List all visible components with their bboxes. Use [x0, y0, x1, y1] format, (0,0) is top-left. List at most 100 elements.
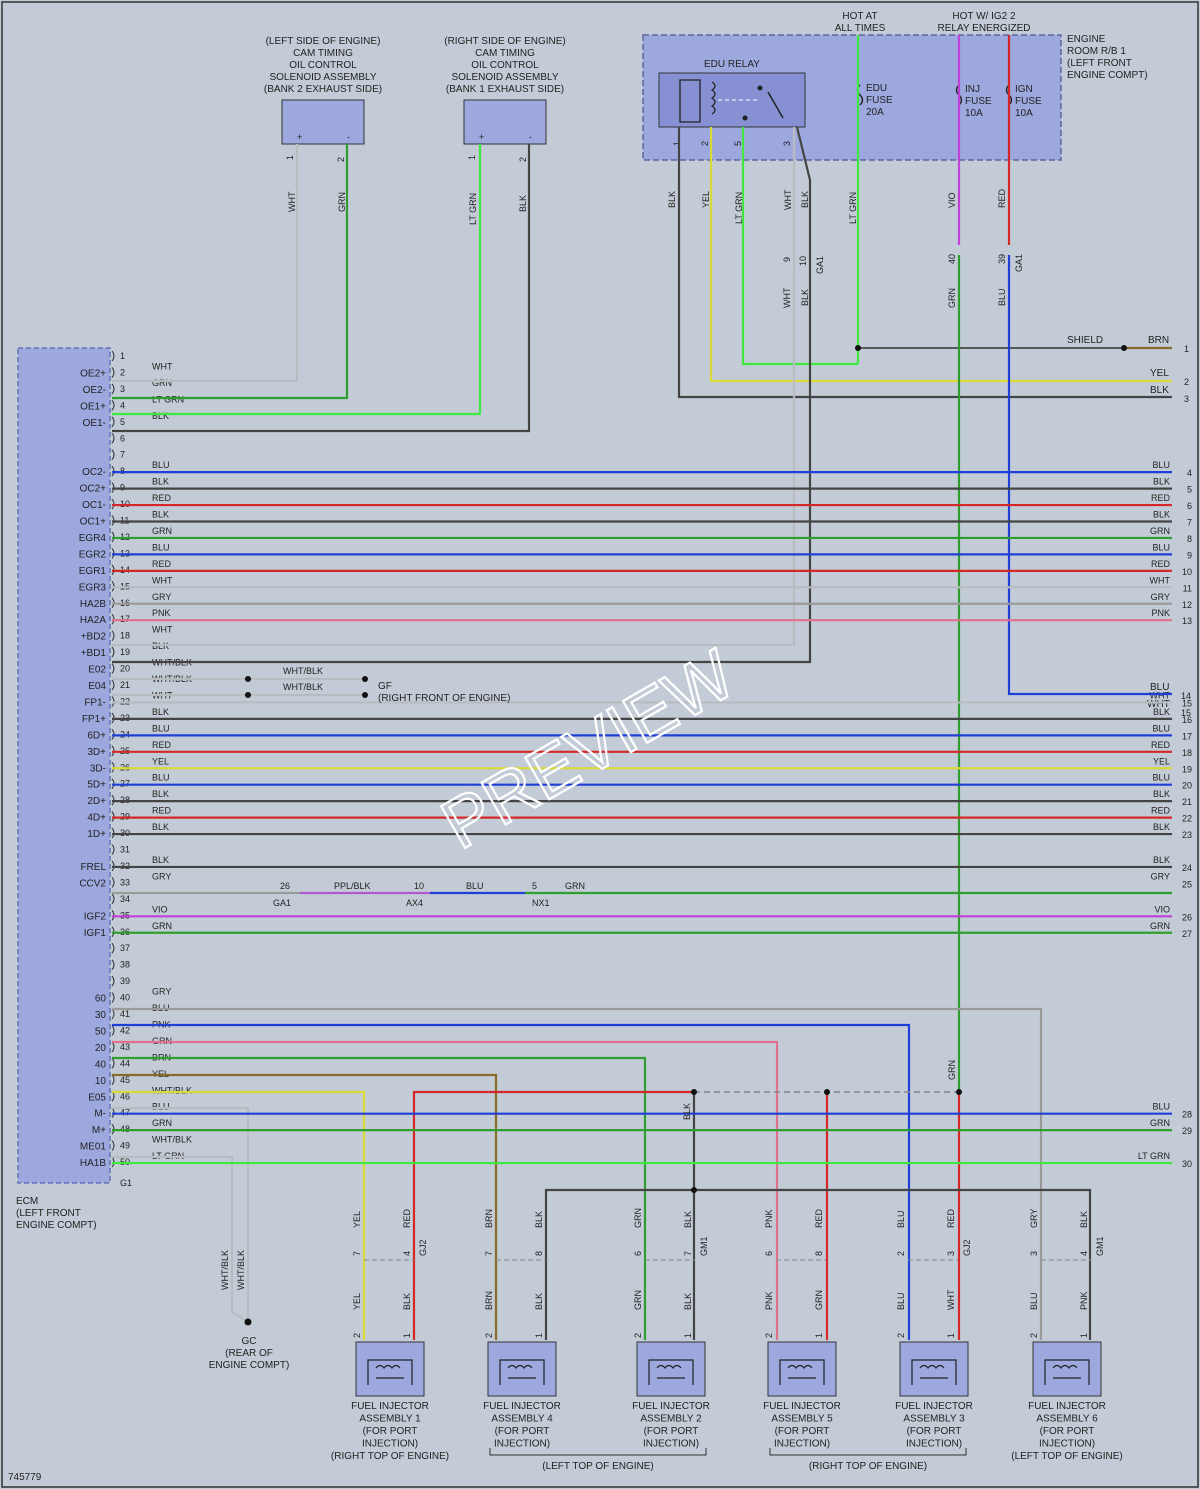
pin-number: 6 [120, 433, 125, 443]
pin-number: 33 [120, 877, 130, 887]
right-num-1: 1 [1184, 344, 1189, 354]
inline-c1: 26 [280, 881, 290, 891]
injector-wire-bot1: BLU [896, 1292, 906, 1310]
injector-wire-top1: BRN [484, 1209, 494, 1228]
injector-label-line: FUEL INJECTOR [351, 1401, 429, 1412]
right-wire-14: BLU [1150, 682, 1169, 693]
junction-gf-2 [245, 692, 251, 698]
injector-coil-symbol [779, 1359, 825, 1385]
ecm-signal-name: 10 [95, 1076, 107, 1087]
right-wire-label: VIO [1154, 904, 1170, 914]
right-terminal-number: 15 [1182, 698, 1192, 708]
figure-id: 745779 [8, 1472, 42, 1483]
injector-wire-bot2: BLK [402, 1293, 412, 1310]
engine-side-brackets: (LEFT TOP OF ENGINE) (RIGHT TOP OF ENGIN… [489, 1448, 967, 1472]
rb1-title-4: ENGINE COMPT) [1067, 70, 1148, 81]
pin-bracket [111, 630, 115, 641]
pin-bracket [111, 975, 115, 987]
pin-bracket [111, 877, 115, 888]
pin-bracket [111, 844, 115, 855]
gc-line-1: GC [242, 1336, 257, 1347]
wiring [112, 35, 1172, 1340]
injector-label-line: INJECTION) [494, 1439, 550, 1450]
relay-contact [767, 91, 784, 119]
pin-number: 19 [120, 647, 130, 657]
gf-line-2: (RIGHT FRONT OF ENGINE) [378, 693, 510, 704]
wire-color-label: PNK [152, 608, 171, 618]
wire-blk-bus [544, 1188, 1092, 1340]
ecm-signal-name: M+ [92, 1125, 106, 1136]
inj-fuse-1: INJ [965, 84, 980, 95]
injector-pin-p1: 2 [352, 1333, 362, 1338]
inline-connectors-33: 26 GA1 PPL/BLK 10 AX4 BLU 5 NX1 GRN [273, 881, 585, 908]
pin-bracket [111, 432, 115, 444]
ecm-signal-name: HA2A [80, 615, 106, 626]
pin-bracket [111, 1058, 115, 1069]
wire-color-label: BLK [152, 477, 169, 487]
ga1-right-name: GA1 [1014, 254, 1024, 272]
pin-number: 2 [120, 367, 125, 377]
injector-label-line: (FOR PORT [363, 1426, 418, 1437]
pin-bracket [111, 1025, 115, 1036]
injector-label-line: ASSEMBLY 5 [771, 1414, 833, 1425]
junction-gf-3 [362, 676, 368, 682]
injector-label-line: (LEFT TOP OF ENGINE) [1011, 1451, 1123, 1462]
sol2-line-5: (BANK 2 EXHAUST SIDE) [264, 84, 382, 95]
right-terminal-number: 6 [1187, 501, 1192, 511]
injector-label-line: FUEL INJECTOR [483, 1401, 561, 1412]
ecm-signal-name: EGR4 [79, 533, 107, 544]
right-wire-label: BLK [1153, 477, 1170, 487]
wire-inj1-yel [112, 1090, 366, 1340]
wire-color-label: BLU [152, 1102, 170, 1112]
sol2-minus: - [347, 132, 350, 142]
junction-gf-1 [245, 676, 251, 682]
pin-number: 4 [120, 400, 125, 410]
injector-wire-top2: BLK [683, 1211, 693, 1228]
junction-brn [1121, 345, 1127, 351]
pin-bracket [111, 893, 115, 905]
right-wire-label: BLU [1152, 542, 1170, 552]
right-wire-label: RED [1151, 740, 1171, 750]
right-terminal-number: 29 [1182, 1126, 1192, 1136]
injector-coil-symbol [367, 1359, 413, 1385]
horizontal-runs [112, 471, 1172, 1165]
ecm-signal-name: IGF2 [84, 911, 107, 922]
trunk-blk-label: BLK [682, 1103, 692, 1120]
injector-wire-bot2: WHT [946, 1289, 956, 1310]
ecm-signal-name: ME01 [80, 1142, 107, 1153]
sol1-minus: - [529, 132, 532, 142]
rb1-title-2: ROOM R/B 1 [1067, 46, 1126, 57]
right-terminal-number: 26 [1182, 912, 1192, 922]
injector-pin-p2: 1 [402, 1333, 412, 1338]
ecm-signal-name: EGR3 [79, 582, 107, 593]
junction-blk [691, 1187, 697, 1193]
sol2-pin-2: 2 [336, 157, 346, 162]
ecm-signal-name: 5D+ [87, 780, 106, 791]
edu-fuse-3: 20A [866, 107, 884, 118]
right-wire-label: WHT [1150, 690, 1171, 700]
inline-w2: BLU [466, 881, 484, 891]
ign-fuse-1: IGN [1015, 84, 1033, 95]
injector-label-line: ASSEMBLY 2 [640, 1414, 702, 1425]
wire-color-label: GRY [152, 871, 171, 881]
right-terminal-number: 11 [1183, 583, 1192, 593]
ga1-top-pin-10: 10 [798, 256, 808, 266]
ga1-right-wire-2: BLU [997, 288, 1007, 306]
wire-color-label: RED [152, 806, 172, 816]
ecm-signal-labels: OE2+OE2-OE1+OE1-OC2-OC2+OC1-OC1+EGR4EGR2… [79, 368, 107, 1169]
right-terminal-number: 30 [1182, 1159, 1192, 1169]
wire-color-label: YEL [152, 756, 169, 766]
shield-label: SHIELD [1067, 335, 1103, 346]
injector-label-line: INJECTION) [362, 1439, 418, 1450]
ecm-signal-name: 20 [95, 1043, 107, 1054]
right-wire-15: WHT [1147, 699, 1170, 710]
injector-coil-symbol [648, 1359, 694, 1385]
injector-pin-p1: 2 [633, 1333, 643, 1338]
relay-pin-1: 1 [672, 141, 682, 146]
trunk-grn-label: GRN [947, 1060, 957, 1080]
sol2-line-2: CAM TIMING [293, 48, 353, 59]
right-top-labels: SHIELD BRN 1 YEL 2 BLK 3 BLU 14 WHT 15 [1067, 335, 1191, 718]
relay-contact-dot-2 [742, 115, 748, 121]
engine-room-rb1: ENGINE ROOM R/B 1 (LEFT FRONT ENGINE COM… [642, 11, 1148, 308]
injector-pin-c1: 2 [896, 1251, 906, 1256]
